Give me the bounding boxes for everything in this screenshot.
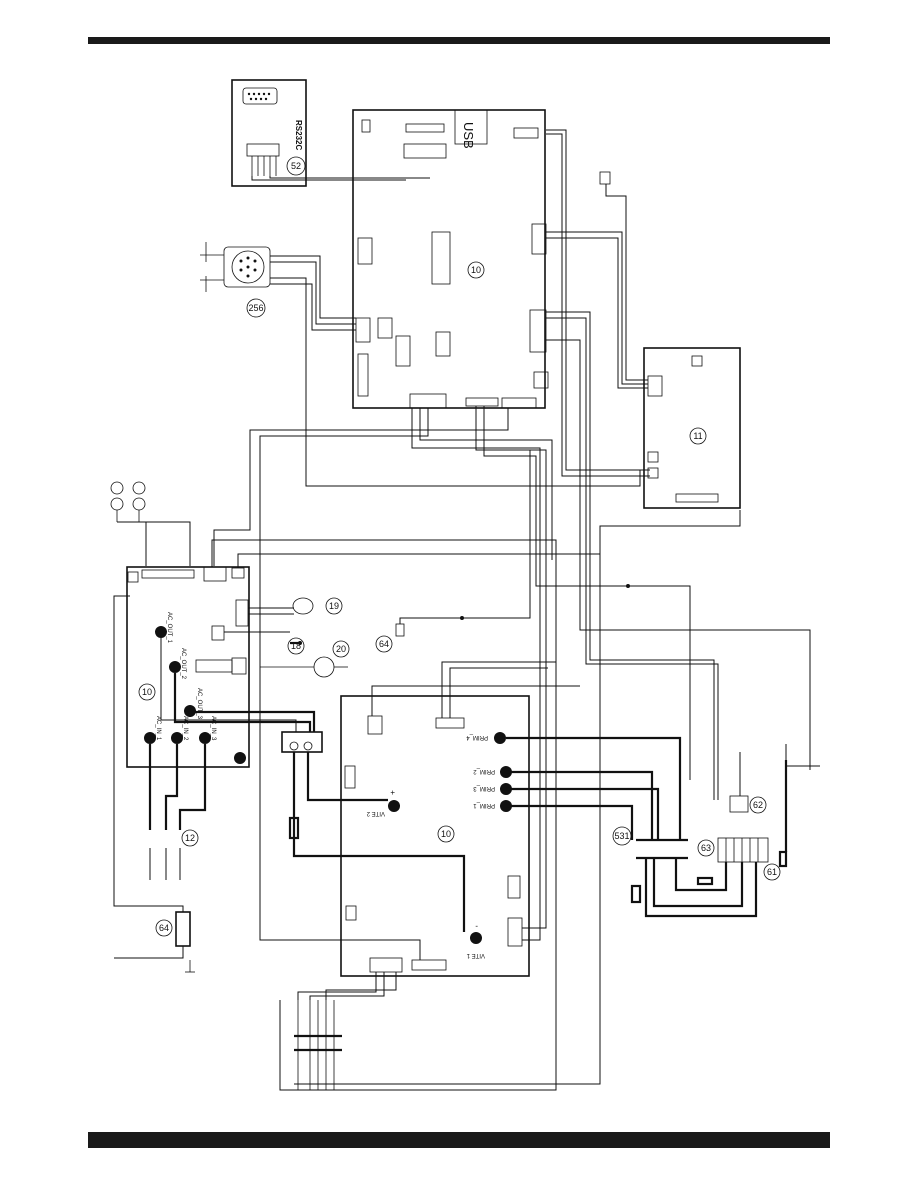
callout-10-bottom: 10	[441, 829, 451, 839]
connector-256: 256	[200, 242, 271, 318]
footer-bar	[88, 1132, 830, 1148]
terminal-ac-in-3	[199, 732, 211, 744]
usb-label: USB	[461, 122, 476, 149]
callout-12: 12	[185, 833, 195, 843]
label-ac-in-3: AC_IN_3	[210, 716, 216, 741]
output-terminal-block	[281, 731, 323, 840]
callout-62: 62	[753, 800, 763, 810]
callout-64-mid: 64	[379, 639, 389, 649]
coil-bank	[294, 1000, 342, 1090]
fan-motors	[110, 481, 146, 522]
rs232-module: RS232C 52	[231, 79, 307, 187]
switch-12-sensor-64: 12 64	[155, 829, 199, 973]
sign-minus: -	[475, 922, 478, 931]
wires	[113, 129, 820, 1091]
inverter-board: 10 PRIM_4 PRIM_2 PRIM_3 PRIM_1 VITE 2 VI…	[340, 695, 530, 977]
callout-10-left: 10	[142, 687, 152, 697]
label-vite-2: VITE 2	[366, 810, 385, 816]
sign-plus: +	[390, 788, 395, 797]
label-ac-in-1: AC_IN_1	[155, 716, 161, 741]
junction-dots	[298, 584, 630, 645]
header-bar	[88, 37, 830, 44]
rs232-label: RS232C	[294, 120, 303, 150]
terminal-vite-2	[388, 800, 400, 812]
label-prim-2: PRIM_2	[473, 768, 495, 774]
terminal-ac-in-2	[171, 732, 183, 744]
label-ac-out-2: AC_OUT_2	[180, 648, 186, 680]
terminal-ground	[234, 752, 246, 764]
label-ac-out-1: AC_OUT_1	[166, 612, 172, 644]
label-prim-4: PRIM_4	[466, 734, 488, 740]
callout-61: 61	[767, 867, 777, 877]
terminal-ac-out-2	[169, 661, 181, 673]
callout-531: 531	[614, 831, 629, 841]
callout-10-top: 10	[471, 265, 481, 275]
callout-19: 19	[329, 601, 339, 611]
terminal-ac-out-1	[155, 626, 167, 638]
callout-64-left: 64	[159, 923, 169, 933]
callout-52: 52	[291, 161, 301, 171]
terminal-prim-4	[494, 732, 506, 744]
callout-20: 20	[336, 644, 346, 654]
callout-11: 11	[693, 431, 702, 441]
label-prim-1: PRIM_1	[473, 802, 495, 808]
power-board-left: 10 AC_OUT_1 AC_OUT_2 AC_OUT_3 AC_IN_1 AC…	[126, 566, 250, 768]
callout-52-circle	[286, 156, 306, 176]
label-ac-out-3: AC_OUT_3	[196, 688, 202, 720]
callout-63: 63	[701, 843, 711, 853]
board-11: 11	[643, 347, 741, 509]
label-ac-in-2: AC_IN_2	[182, 716, 188, 741]
sensor-64-mid: 64	[375, 623, 405, 653]
control-board-top: USB 10	[352, 109, 549, 409]
terminal-vite-1	[470, 932, 482, 944]
transformer-63-61-62: 531 63 61 62	[612, 795, 788, 904]
callout-18: 18	[291, 641, 301, 651]
components-18-19-20: 19 18 20	[260, 597, 350, 678]
terminal-ac-in-1	[144, 732, 156, 744]
label-vite-1: VITE 1	[466, 952, 485, 958]
callout-256: 256	[248, 303, 263, 313]
label-prim-3: PRIM_3	[473, 785, 495, 791]
